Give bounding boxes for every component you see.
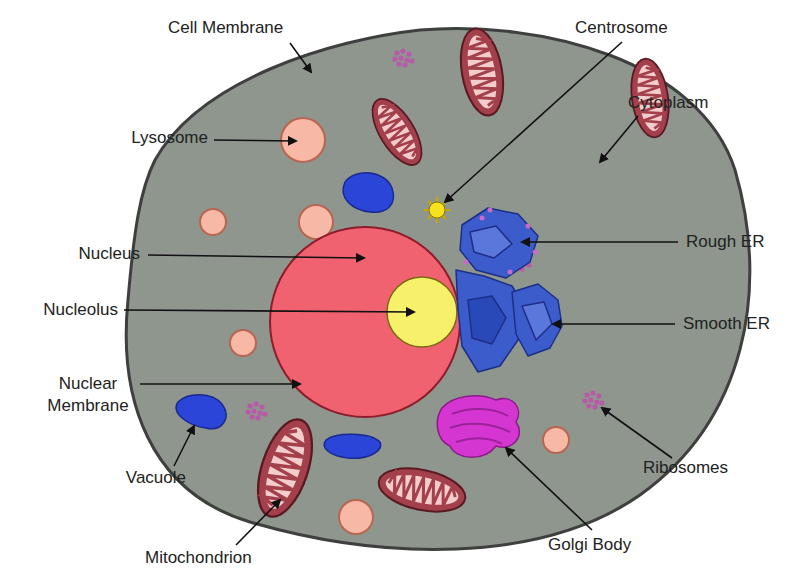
rough-er-label: Rough ER: [686, 231, 764, 253]
nucleus-label: Nucleus: [79, 243, 140, 265]
leader-line: [124, 42, 678, 545]
vacuole-label: Vacuole: [126, 467, 186, 489]
lysosome-label: Lysosome: [131, 127, 208, 149]
nucleolus-label: Nucleolus: [43, 299, 118, 321]
membrane-label: Cell Membrane: [168, 17, 283, 39]
centrosome-label: Centrosome: [575, 17, 668, 39]
nuclear-membrane-label: Nuclear Membrane: [42, 373, 134, 417]
cytoplasm-label: Cytoplasm: [628, 92, 708, 114]
ribosomes-label: Ribosomes: [643, 457, 728, 479]
mitochondrion-label: Mitochondrion: [145, 547, 252, 569]
smooth-er-label: Smooth ER: [683, 313, 770, 335]
golgi-label: Golgi Body: [548, 534, 631, 556]
